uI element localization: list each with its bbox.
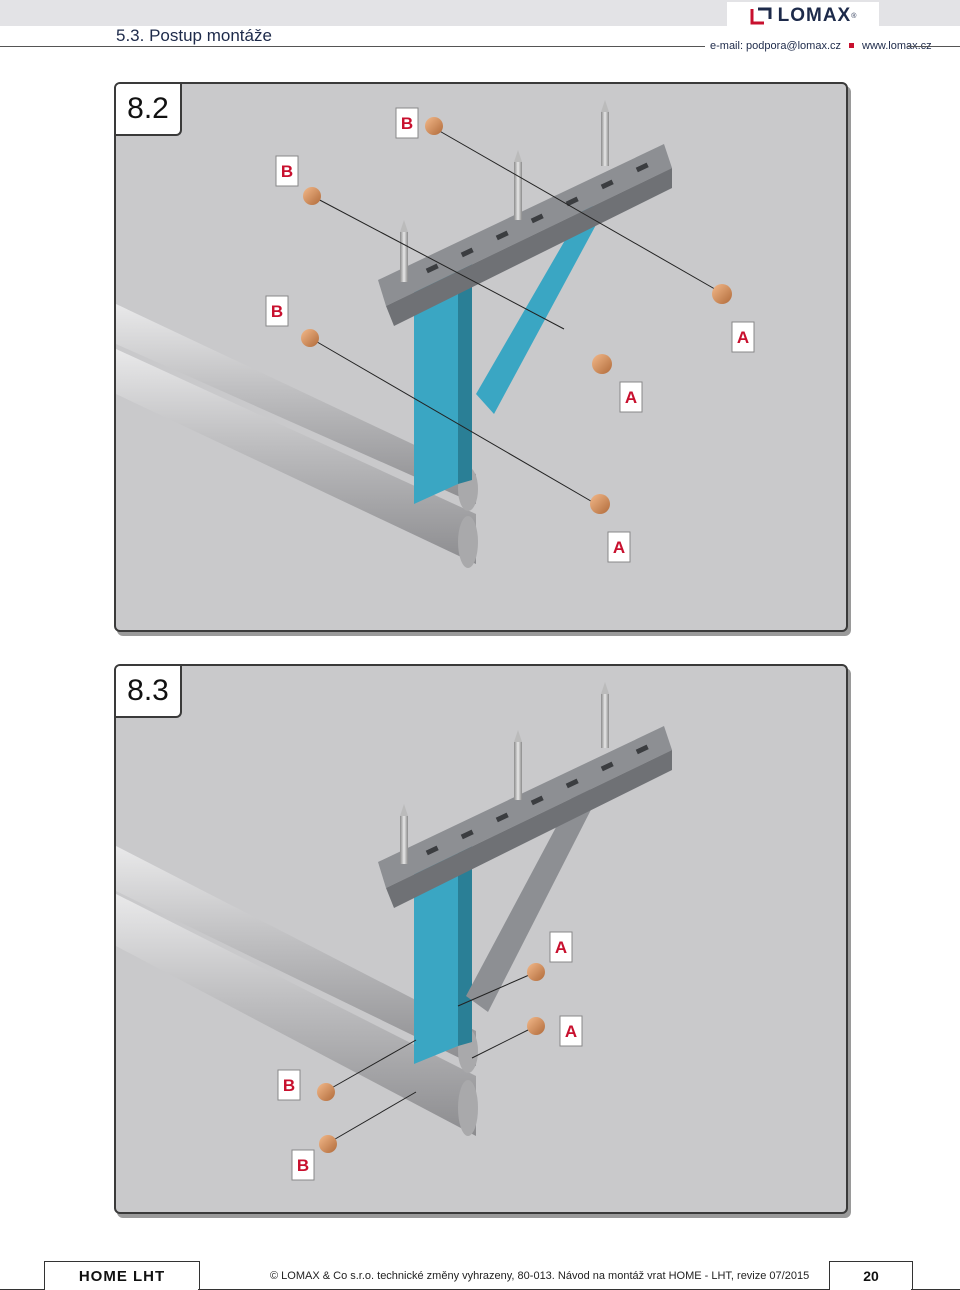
- bolt-b-2: [319, 1135, 337, 1153]
- part-tag: A: [555, 938, 567, 957]
- website-link[interactable]: www.lomax.cz: [862, 40, 932, 52]
- footer-copyright: © LOMAX & Co s.r.o. technické změny vyhr…: [270, 1270, 810, 1282]
- part-tag: A: [737, 328, 749, 347]
- vertical-post: [414, 838, 458, 1064]
- diagonal-strut: [476, 204, 604, 414]
- horizontal-bracket: [378, 144, 672, 306]
- bolts: [301, 117, 732, 514]
- part-tag: B: [281, 162, 293, 181]
- step-panel-8-2: 8.2: [114, 82, 848, 632]
- wall-screws: [400, 100, 609, 282]
- bolt-b-2: [303, 187, 321, 205]
- part-tag: B: [283, 1076, 295, 1095]
- bolts: [317, 963, 545, 1153]
- step-number: 8.3: [116, 666, 182, 718]
- section-title: 5.3. Postup montáže: [116, 26, 272, 45]
- bolt-a-2: [592, 354, 612, 374]
- wall-screws: [400, 682, 609, 864]
- header-rule: [0, 46, 705, 47]
- bracket-slots: [425, 162, 649, 274]
- step-number: 8.2: [116, 84, 182, 136]
- part-tag: B: [401, 114, 413, 133]
- part-tags: A A B B: [277, 931, 583, 1181]
- part-tag: B: [271, 302, 283, 321]
- rail-upper: [116, 304, 476, 504]
- step-panel-8-3: 8.3: [114, 664, 848, 1214]
- email-link[interactable]: e-mail: podpora@lomax.cz: [710, 40, 841, 52]
- bolt-b-1: [317, 1083, 335, 1101]
- assembly-guide-lines: [311, 128, 721, 505]
- product-name: HOME LHT: [44, 1261, 200, 1290]
- part-tag: A: [565, 1022, 577, 1041]
- rail-lower: [116, 349, 476, 564]
- bolt-a-3: [590, 494, 610, 514]
- logo-mark-icon: [750, 7, 772, 25]
- contact-info: e-mail: podpora@lomax.cz www.lomax.cz: [710, 40, 932, 52]
- part-tag: A: [625, 388, 637, 407]
- rail-upper: [116, 846, 476, 1066]
- assembly-illustration-8-3: A A B B: [116, 682, 672, 1181]
- rail-end-lower: [458, 516, 478, 568]
- assembly-guide-lines: [327, 971, 537, 1143]
- vertical-post: [414, 254, 458, 504]
- diagonal-strut: [466, 786, 600, 1012]
- part-tag: A: [613, 538, 625, 557]
- bolt-a-2: [527, 1017, 545, 1035]
- bolt-b-3: [301, 329, 319, 347]
- assembly-illustration-8-2: B B B A A A: [116, 100, 755, 568]
- logo-registered-mark: ®: [851, 12, 857, 20]
- header-rule-right: [907, 46, 960, 47]
- horizontal-bracket: [378, 726, 672, 888]
- part-tags: B B B A A A: [265, 107, 755, 563]
- page-number: 20: [829, 1261, 913, 1290]
- rail-lower: [116, 894, 476, 1136]
- logo-wordmark: LOMAX: [777, 5, 852, 26]
- bolt-a-1: [527, 963, 545, 981]
- bolt-a-1: [712, 284, 732, 304]
- separator-square-icon: [849, 43, 854, 49]
- bracket-slots: [425, 744, 649, 856]
- bolt-b-1: [425, 117, 443, 135]
- lomax-logo: LOMAX ®: [727, 2, 879, 30]
- part-tag: B: [297, 1156, 309, 1175]
